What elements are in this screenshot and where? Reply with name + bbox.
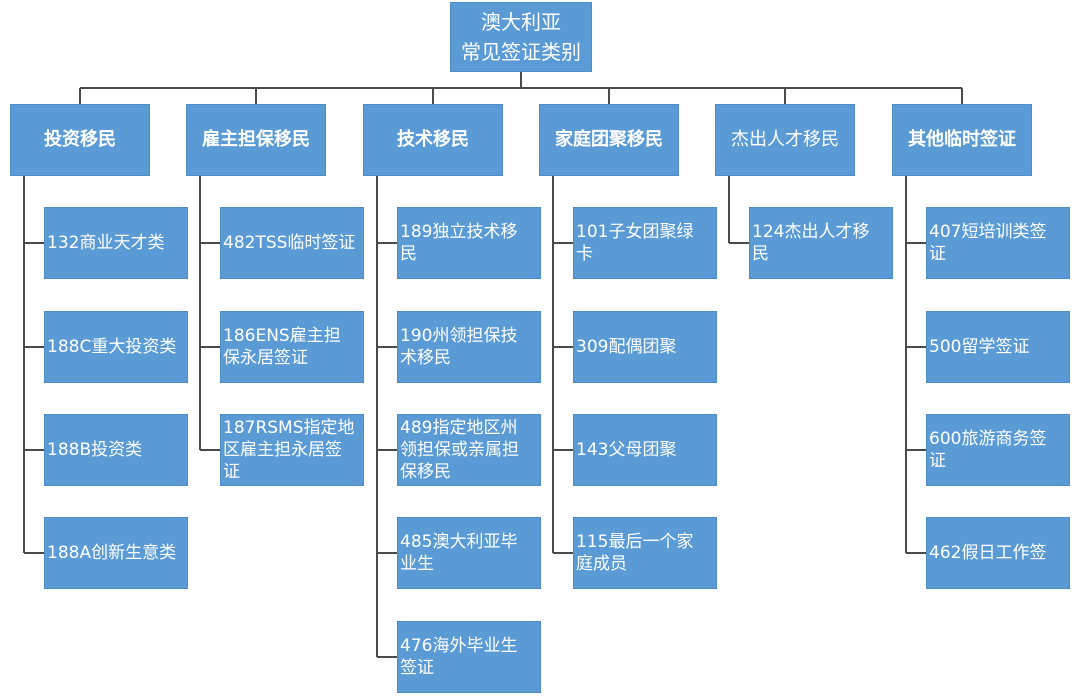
visa-item: 485澳大利亚毕业生 bbox=[397, 517, 541, 589]
visa-item: 189独立技术移民 bbox=[397, 207, 541, 279]
visa-item: 407短培训类签证 bbox=[926, 207, 1070, 279]
category-employer-sponsored: 雇主担保移民 bbox=[186, 104, 326, 176]
visa-item: 101子女团聚绿卡 bbox=[573, 207, 717, 279]
visa-item: 190州领担保技术移民 bbox=[397, 311, 541, 383]
visa-item: 187RSMS指定地区雇主担永居签证 bbox=[220, 414, 364, 486]
visa-item: 462假日工作签 bbox=[926, 517, 1070, 589]
visa-item: 188C重大投资类 bbox=[44, 311, 188, 383]
visa-item: 600旅游商务签证 bbox=[926, 414, 1070, 486]
visa-item: 188A创新生意类 bbox=[44, 517, 188, 589]
visa-item: 143父母团聚 bbox=[573, 414, 717, 486]
visa-item: 309配偶团聚 bbox=[573, 311, 717, 383]
category-investment: 投资移民 bbox=[10, 104, 150, 176]
visa-item: 476海外毕业生签证 bbox=[397, 621, 541, 693]
root-title-line2: 常见签证类别 bbox=[461, 40, 581, 64]
category-distinguished-talent: 杰出人才移民 bbox=[715, 104, 855, 176]
visa-item: 186ENS雇主担保永居签证 bbox=[220, 311, 364, 383]
category-skilled: 技术移民 bbox=[363, 104, 503, 176]
root-node: 澳大利亚 常见签证类别 bbox=[450, 2, 592, 72]
category-family: 家庭团聚移民 bbox=[539, 104, 679, 176]
root-title-line1: 澳大利亚 bbox=[481, 10, 561, 34]
visa-item: 124杰出人才移民 bbox=[749, 207, 893, 279]
visa-item: 132商业天才类 bbox=[44, 207, 188, 279]
visa-item: 115最后一个家庭成员 bbox=[573, 517, 717, 589]
visa-item: 489指定地区州领担保或亲属担保移民 bbox=[397, 414, 541, 486]
category-other-temporary: 其他临时签证 bbox=[892, 104, 1032, 176]
visa-item: 500留学签证 bbox=[926, 311, 1070, 383]
visa-item: 482TSS临时签证 bbox=[220, 207, 364, 279]
visa-item: 188B投资类 bbox=[44, 414, 188, 486]
